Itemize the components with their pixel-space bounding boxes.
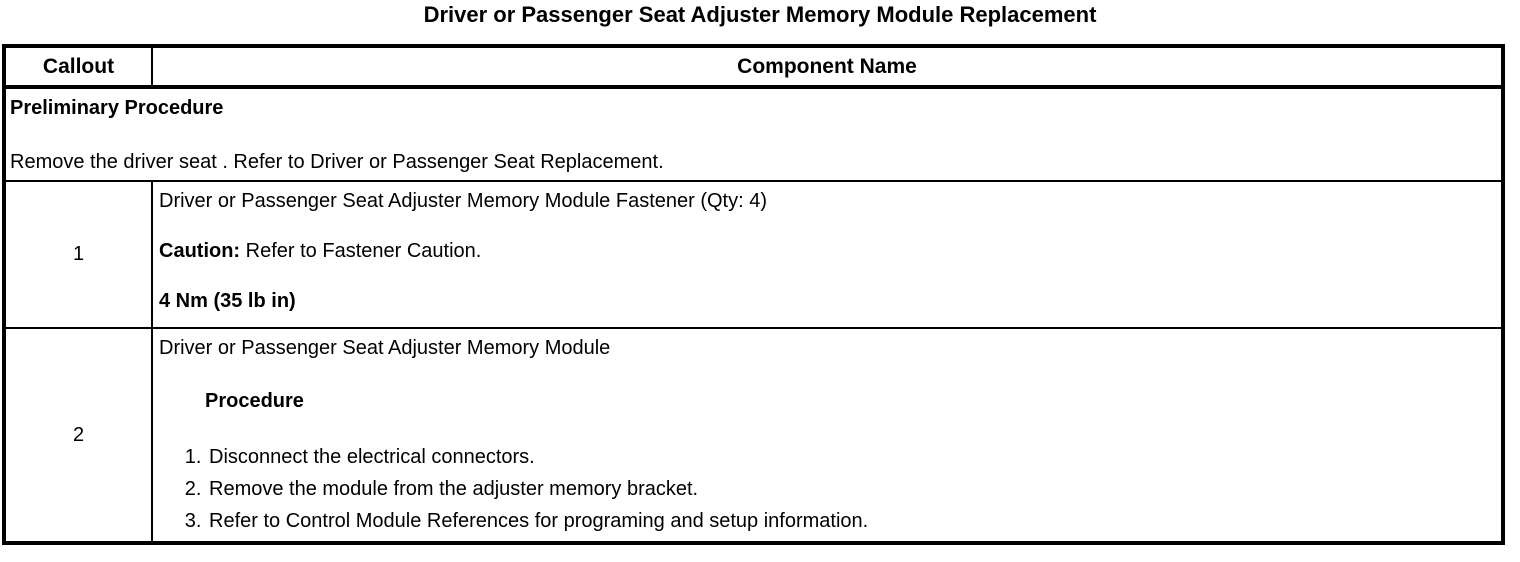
table-header: Callout Component Name: [4, 46, 1503, 89]
procedure-step-3: Refer to Control Module References for p…: [207, 510, 1495, 533]
torque-spec: 4 Nm (35 lb in): [159, 290, 296, 312]
page-title: Driver or Passenger Seat Adjuster Memory…: [423, 2, 1097, 27]
preliminary-procedure-text: Remove the driver seat . Refer to Driver…: [10, 151, 664, 173]
preliminary-procedure-cell: Preliminary Procedure Remove the driver …: [4, 87, 1503, 182]
component-name-module: Driver or Passenger Seat Adjuster Memory…: [159, 337, 611, 359]
component-table: Callout Component Name Preliminary Proce…: [2, 44, 1505, 545]
procedure-step-2: Remove the module from the adjuster memo…: [207, 478, 1495, 501]
caution-text: Refer to Fastener Caution.: [245, 240, 482, 262]
component-cell-2: Driver or Passenger Seat Adjuster Memory…: [152, 328, 1503, 543]
component-cell-1: Driver or Passenger Seat Adjuster Memory…: [152, 181, 1503, 329]
callout-number-1: 1: [4, 181, 153, 329]
component-name-fastener: Driver or Passenger Seat Adjuster Memory…: [159, 190, 768, 212]
caution-label: Caution:: [159, 240, 241, 262]
table-row-callout-2: 2 Driver or Passenger Seat Adjuster Memo…: [4, 328, 1503, 543]
column-header-callout: Callout: [4, 46, 153, 89]
table-row-callout-1: 1 Driver or Passenger Seat Adjuster Memo…: [4, 181, 1503, 329]
preliminary-procedure-heading: Preliminary Procedure: [10, 97, 224, 119]
procedure-steps-list: Disconnect the electrical connectors. Re…: [159, 446, 1495, 533]
caution-note: Caution: Refer to Fastener Caution.: [159, 240, 1495, 263]
callout-number-2: 2: [4, 328, 153, 543]
preliminary-procedure-row: Preliminary Procedure Remove the driver …: [4, 87, 1503, 182]
procedure-heading: Procedure: [205, 390, 304, 412]
column-header-component-name: Component Name: [152, 46, 1503, 89]
header-row: Callout Component Name: [4, 46, 1503, 89]
procedure-step-1: Disconnect the electrical connectors.: [207, 446, 1495, 469]
